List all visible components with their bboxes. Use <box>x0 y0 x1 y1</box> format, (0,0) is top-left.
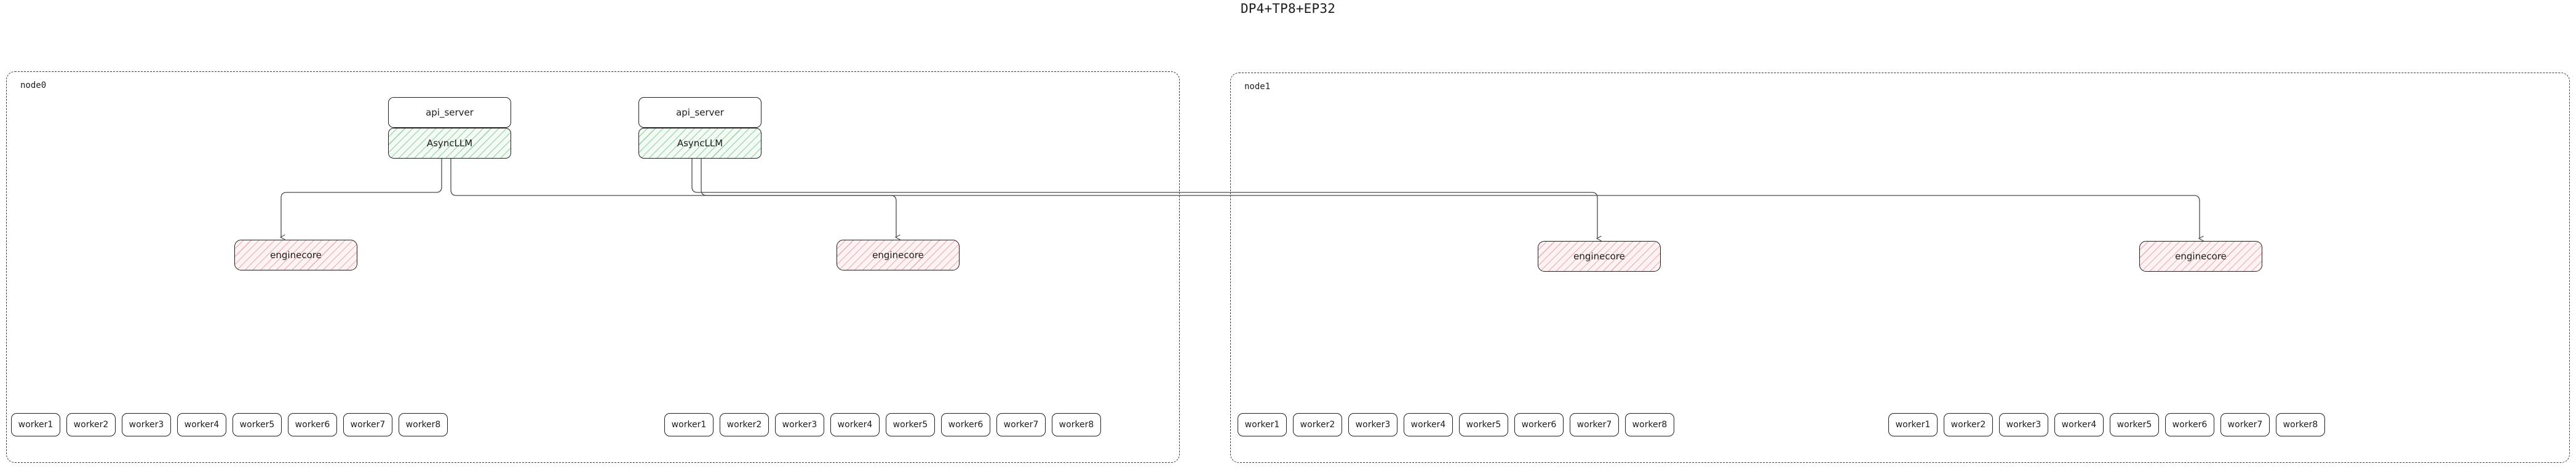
worker-box[interactable]: worker8 <box>1625 413 1674 436</box>
worker-box-label: worker1 <box>18 420 54 430</box>
worker-box[interactable]: worker3 <box>122 413 171 436</box>
worker-box-label: worker7 <box>350 420 386 430</box>
worker-box-label: worker1 <box>1244 420 1280 430</box>
worker-box[interactable]: worker2 <box>66 413 116 436</box>
worker-box-label: worker7 <box>2227 420 2263 430</box>
worker-box[interactable]: worker7 <box>996 413 1046 436</box>
worker-box-label: worker3 <box>129 420 164 430</box>
worker-box-label: worker2 <box>1950 420 1986 430</box>
async-llm-box-label: AsyncLLM <box>426 138 473 149</box>
async-llm-box-label: AsyncLLM <box>677 138 723 149</box>
api-server-box[interactable]: api_server <box>638 97 761 128</box>
worker-box-label: worker6 <box>295 420 330 430</box>
enginecore-box-label: enginecore <box>2175 251 2227 262</box>
worker-box[interactable]: worker5 <box>886 413 935 436</box>
worker-box-label: worker1 <box>671 420 707 430</box>
worker-box-label: worker7 <box>1576 420 1612 430</box>
worker-box[interactable]: worker8 <box>2276 413 2325 436</box>
worker-box-label: worker2 <box>73 420 109 430</box>
worker-box[interactable]: worker6 <box>2165 413 2214 436</box>
worker-box[interactable]: worker3 <box>775 413 824 436</box>
worker-box-label: worker2 <box>726 420 762 430</box>
node-cluster-node0: node0 <box>6 71 1180 463</box>
worker-box[interactable]: worker6 <box>288 413 337 436</box>
worker-box-label: worker8 <box>2283 420 2318 430</box>
enginecore-box[interactable]: enginecore <box>2139 241 2262 272</box>
worker-box-label: worker6 <box>2172 420 2208 430</box>
worker-box[interactable]: worker5 <box>1459 413 1508 436</box>
async-llm-box[interactable]: AsyncLLM <box>388 128 511 159</box>
worker-box-label: worker3 <box>1355 420 1391 430</box>
api-server-box[interactable]: api_server <box>388 97 511 128</box>
worker-box[interactable]: worker1 <box>1238 413 1287 436</box>
worker-box[interactable]: worker4 <box>177 413 226 436</box>
worker-box[interactable]: worker8 <box>399 413 448 436</box>
worker-box[interactable]: worker2 <box>1944 413 1993 436</box>
worker-box-label: worker3 <box>782 420 817 430</box>
worker-box-label: worker8 <box>405 420 441 430</box>
worker-box-label: worker2 <box>1300 420 1335 430</box>
worker-box[interactable]: worker7 <box>343 413 392 436</box>
worker-box-label: worker4 <box>837 420 873 430</box>
worker-box-label: worker5 <box>1466 420 1501 430</box>
enginecore-box-label: enginecore <box>270 250 322 261</box>
page-title: DP4+TP8+EP32 <box>1240 1 1336 16</box>
worker-box-label: worker8 <box>1059 420 1094 430</box>
api-server-box-label: api_server <box>426 107 474 118</box>
worker-box[interactable]: worker5 <box>233 413 282 436</box>
worker-box-label: worker5 <box>239 420 275 430</box>
worker-box[interactable]: worker4 <box>2054 413 2104 436</box>
worker-box[interactable]: worker4 <box>1404 413 1453 436</box>
worker-box[interactable]: worker3 <box>1348 413 1397 436</box>
worker-box-label: worker5 <box>892 420 928 430</box>
api-server-box-label: api_server <box>676 107 724 118</box>
worker-box-label: worker6 <box>948 420 984 430</box>
worker-box[interactable]: worker4 <box>830 413 880 436</box>
enginecore-box-label: enginecore <box>1573 251 1625 262</box>
worker-box[interactable]: worker2 <box>1293 413 1342 436</box>
worker-box[interactable]: worker7 <box>2220 413 2270 436</box>
worker-box[interactable]: worker2 <box>720 413 769 436</box>
worker-box-label: worker1 <box>1895 420 1931 430</box>
worker-box-label: worker4 <box>1410 420 1446 430</box>
worker-box-label: worker4 <box>184 420 220 430</box>
node-cluster-label: node0 <box>20 81 47 90</box>
worker-box-label: worker5 <box>2117 420 2152 430</box>
worker-box[interactable]: worker6 <box>1514 413 1564 436</box>
worker-box[interactable]: worker1 <box>664 413 714 436</box>
worker-box-label: worker6 <box>1521 420 1557 430</box>
worker-box-label: worker8 <box>1632 420 1668 430</box>
worker-box-label: worker7 <box>1003 420 1039 430</box>
node-cluster-label: node1 <box>1244 82 1271 92</box>
worker-box[interactable]: worker1 <box>11 413 60 436</box>
enginecore-box[interactable]: enginecore <box>1538 241 1661 272</box>
node-cluster-node1: node1 <box>1230 73 2570 463</box>
worker-box-label: worker3 <box>2006 420 2041 430</box>
worker-box[interactable]: worker6 <box>941 413 990 436</box>
worker-box[interactable]: worker5 <box>2110 413 2159 436</box>
worker-box[interactable]: worker1 <box>1888 413 1938 436</box>
worker-box[interactable]: worker3 <box>1999 413 2048 436</box>
worker-box[interactable]: worker7 <box>1570 413 1619 436</box>
worker-box-label: worker4 <box>2061 420 2097 430</box>
enginecore-box[interactable]: enginecore <box>234 240 357 270</box>
async-llm-box[interactable]: AsyncLLM <box>638 128 761 159</box>
worker-box[interactable]: worker8 <box>1052 413 1101 436</box>
enginecore-box[interactable]: enginecore <box>837 240 960 270</box>
enginecore-box-label: enginecore <box>872 250 924 261</box>
